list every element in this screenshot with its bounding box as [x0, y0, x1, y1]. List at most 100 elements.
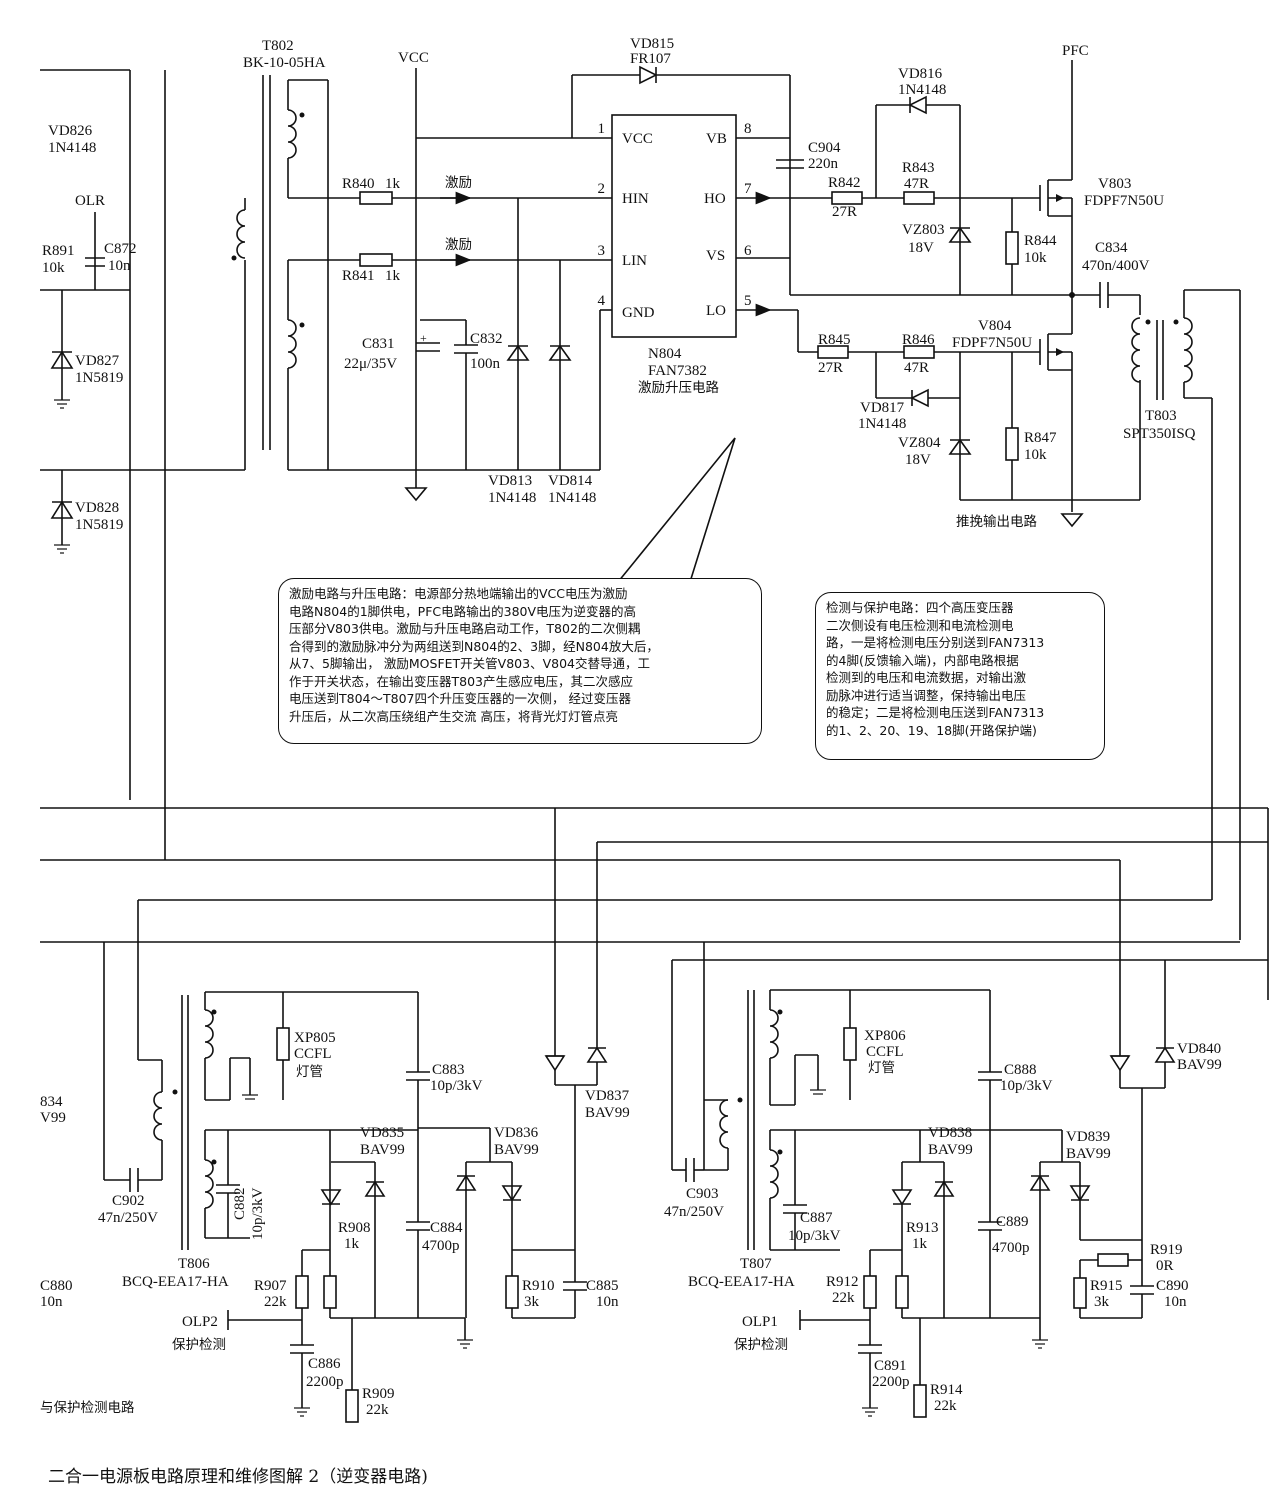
label-v804-ref: V804: [978, 318, 1012, 334]
label-r919-value: 0R: [1156, 1258, 1174, 1274]
olp1-port: [799, 1310, 870, 1330]
label-c902-ref: C902: [112, 1193, 145, 1209]
label-c831-ref: C831: [362, 336, 395, 352]
label-834-value: V99: [40, 1110, 66, 1126]
resistor-r912: [863, 1275, 877, 1309]
label-vd836-ref: VD836: [494, 1125, 539, 1141]
label-r845-value: 27R: [818, 360, 843, 376]
label-c904-value: 220n: [808, 156, 839, 172]
label-c834-value: 470n/400V: [1082, 258, 1150, 274]
label-r847-ref: R847: [1024, 430, 1057, 446]
resistor-r910: [505, 1275, 519, 1309]
resistor-r919: [1097, 1253, 1129, 1267]
ic-pin-right-6-name: VS: [706, 248, 725, 264]
diode-pair-vd840: [1109, 1040, 1176, 1240]
lamp-xp806: [843, 990, 857, 1100]
diode-vd816: [908, 95, 927, 115]
label-c887-value: 10p/3kV: [788, 1228, 841, 1244]
label-vd840-value: BAV99: [1177, 1057, 1222, 1073]
label-vd827-ref: VD827: [75, 353, 120, 369]
label-r914-ref: R914: [930, 1382, 963, 1398]
label-vd838-value: BAV99: [928, 1142, 973, 1158]
label-v803-value: FDPF7N50U: [1084, 193, 1164, 209]
ground-lamp-left: [457, 1318, 473, 1349]
label-c832-ref: C832: [470, 331, 503, 347]
label-vd826-ref: VD826: [48, 123, 93, 139]
label-c884-value: 4700p: [422, 1238, 460, 1254]
label-c884-ref: C884: [430, 1220, 463, 1236]
diode-pair-vd838: [891, 1130, 955, 1318]
label-r912-ref: R912: [826, 1274, 859, 1290]
label-t806-ref: T806: [178, 1256, 210, 1272]
label-xp806-ref: XP806: [864, 1028, 906, 1044]
label-r915-value: 3k: [1094, 1294, 1110, 1310]
label-c890-value: 10n: [1164, 1294, 1187, 1310]
label-vd835-ref: VD835: [360, 1125, 404, 1141]
ic-pin-left-2-name: HIN: [622, 191, 649, 207]
label-r843-ref: R843: [902, 160, 935, 176]
resistor-r913: [895, 1275, 909, 1309]
diode-pair-vd836: [455, 1128, 523, 1318]
resistor-r908: [323, 1275, 337, 1309]
label-c890-ref: C890: [1156, 1278, 1189, 1294]
ic-pin-left-3-num: 3: [598, 243, 606, 259]
label-t803-value: SPT350ISQ: [1123, 426, 1196, 442]
label-c888-value: 10p/3kV: [1000, 1078, 1053, 1094]
label-vd815-value: FR107: [630, 51, 671, 67]
label-c902-value: 47n/250V: [98, 1210, 158, 1226]
label-r847-value: 10k: [1024, 447, 1047, 463]
transformer-t806: [104, 991, 418, 1250]
diode-vd813: [506, 198, 530, 470]
resistor-r915: [1073, 1277, 1087, 1309]
label-r913-value: 1k: [912, 1236, 928, 1252]
label-834-ref: 834: [40, 1094, 63, 1110]
label-r844-ref: R844: [1024, 233, 1057, 249]
label-protect-right: 保护检测: [734, 1337, 788, 1353]
label-c872-value: 10n: [108, 258, 131, 274]
ic-pin-right-8-name: VB: [706, 131, 727, 147]
label-vd817-ref: VD817: [860, 400, 905, 416]
left-edge-fragment: VD826 1N4148 OLR R891 10k C872 10n VD827…: [40, 69, 246, 860]
figure-caption: 二合一电源板电路原理和维修图解 2（逆变器电路): [48, 1467, 428, 1487]
capacitor-c883: [406, 1071, 430, 1081]
label-c831-value: 22μ/35V: [344, 356, 397, 372]
label-vd816-ref: VD816: [898, 66, 943, 82]
label-t807-value: BCQ-EEA17-HA: [688, 1274, 795, 1290]
mosfet-v804: [1039, 295, 1073, 512]
capacitor-c886: [290, 1344, 314, 1417]
label-r891-value: 10k: [42, 260, 65, 276]
ic-pin-left-3-name: LIN: [622, 253, 647, 269]
ic-pin-left-4-num: 4: [598, 293, 606, 309]
callout-protect-circuit: 检测与保护电路：四个高压变压器 二次侧设有电压检测和电流检测电 路，一是将检测电…: [815, 592, 1105, 760]
diode-pair-vd837: [544, 1040, 608, 1250]
transformer-t807: [672, 989, 990, 1251]
label-vd815-ref: VD815: [630, 36, 674, 52]
label-r913-ref: R913: [906, 1220, 939, 1236]
label-ic-part: FAN7382: [648, 363, 707, 379]
label-v804-value: FDPF7N50U: [952, 335, 1032, 351]
label-c889-ref: C889: [996, 1214, 1029, 1230]
label-vd828-value: 1N5819: [75, 517, 123, 533]
ic-pin-right-7-num: 7: [744, 181, 752, 197]
label-r910-ref: R910: [522, 1278, 555, 1294]
ground-push-pull: [1060, 513, 1084, 528]
zener-vz803: [948, 226, 972, 243]
label-t806-value: BCQ-EEA17-HA: [122, 1274, 229, 1290]
label-c834-ref: C834: [1095, 240, 1128, 256]
callout-drive-circuit: 激励电路与升压电路：电源部分热地端输出的VCC电压为激励 电路N804的1脚供电…: [278, 578, 762, 744]
label-r915-ref: R915: [1090, 1278, 1123, 1294]
label-push-pull: 推挽输出电路: [956, 514, 1037, 530]
label-vd837-value: BAV99: [585, 1105, 630, 1121]
ic-pin-right-5-num: 5: [744, 293, 752, 309]
label-vd813-value: 1N4148: [488, 490, 536, 506]
label-t802-ref: T802: [262, 38, 294, 54]
diode-vd814: [548, 260, 572, 470]
label-r842-value: 27R: [832, 204, 857, 220]
resistor-r843: [903, 191, 935, 205]
ground-left: [404, 480, 428, 502]
label-r909-value: 22k: [366, 1402, 389, 1418]
ic-pin-right-7-name: HO: [704, 191, 726, 207]
capacitor-c904: [776, 159, 804, 169]
